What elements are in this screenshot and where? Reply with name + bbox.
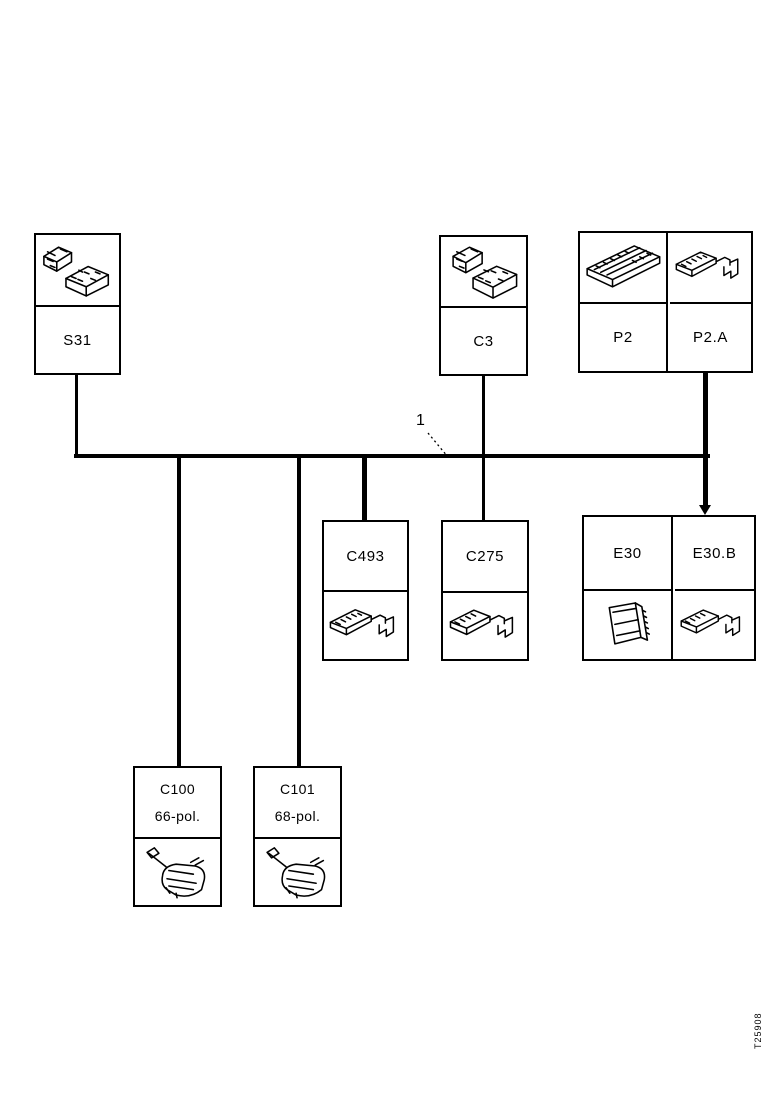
connector-node-c101: C101 68-pol.	[253, 766, 342, 907]
wire-c493-stub	[362, 456, 367, 522]
c100-pin-count: 66-pol.	[154, 808, 201, 824]
c3-label: C3	[473, 332, 494, 350]
wire-c101-drop	[297, 456, 301, 768]
c275-connector-illustration	[443, 593, 527, 659]
wire-c100-drop	[177, 456, 181, 768]
c100-label: C100	[159, 781, 196, 797]
c3-connector-illustration	[441, 237, 526, 308]
callout-1: 1	[416, 412, 425, 430]
harness-main-line	[74, 454, 710, 458]
drawing-number: T25908	[753, 1012, 763, 1049]
connector-node-e30-e30b: E30 E30.B	[582, 515, 756, 661]
c493-connector-illustration	[324, 592, 407, 659]
c101-label-cell: C101 68-pol.	[255, 768, 340, 839]
connector-node-p2-p2a: P2 P2.A	[578, 231, 753, 373]
c100-label-cell: C100 66-pol.	[135, 768, 220, 839]
wire-e30-arrowhead	[699, 505, 711, 515]
callout-1-leader-line	[427, 432, 449, 458]
e30b-connector-illustration	[675, 591, 754, 659]
c101-label: C101	[279, 781, 316, 797]
s31-connector-illustration	[36, 235, 119, 307]
p2a-label: P2.A	[693, 329, 728, 346]
c101-pin-count: 68-pol.	[274, 808, 321, 824]
p2a-connector-illustration	[670, 233, 751, 304]
connector-node-s31: S31	[34, 233, 121, 375]
wire-p2a-drop	[703, 373, 708, 506]
p2-label: P2	[580, 304, 668, 371]
wire-c3-c275	[482, 376, 485, 522]
e30-label: E30	[584, 517, 673, 591]
wire-s31-drop	[75, 375, 78, 456]
connector-node-c493: C493	[322, 520, 409, 661]
s31-label: S31	[63, 331, 92, 349]
e30b-label: E30.B	[675, 517, 754, 591]
p2-connector-illustration	[580, 233, 668, 304]
c100-connector-illustration	[135, 839, 220, 905]
e30-module-illustration	[584, 591, 673, 659]
callout-1-label: 1	[416, 412, 425, 429]
c493-label: C493	[324, 522, 407, 592]
connector-node-c3: C3	[439, 235, 528, 376]
c101-connector-illustration	[255, 839, 340, 905]
connector-node-c100: C100 66-pol.	[133, 766, 222, 907]
c275-label: C275	[443, 522, 527, 593]
connector-node-c275: C275	[441, 520, 529, 661]
